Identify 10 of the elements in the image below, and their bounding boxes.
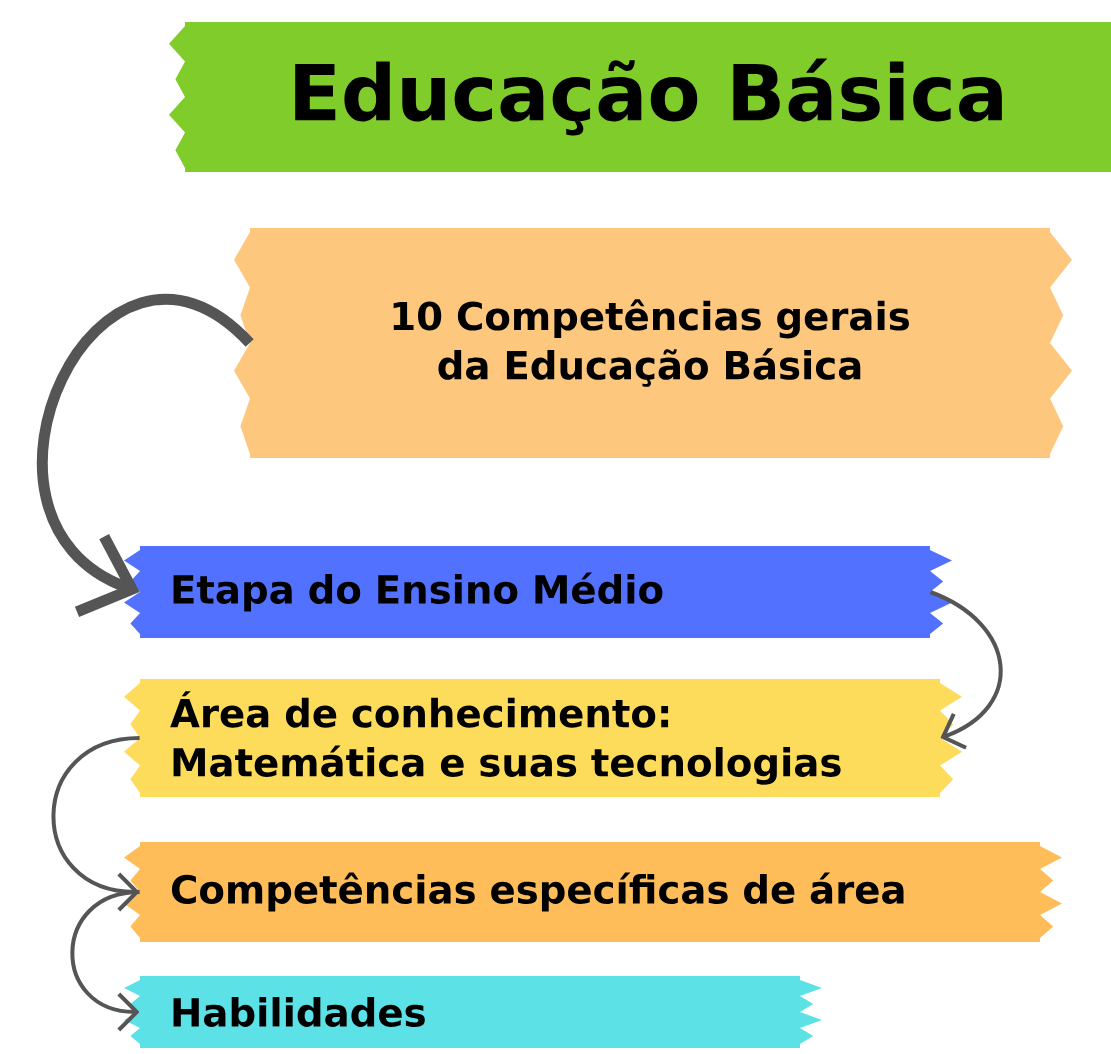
brush-band: 10 Competências gerais da Educação Básica <box>234 228 1072 458</box>
brush-band: Educação Básica <box>169 22 1111 172</box>
curved-arrow <box>51 736 140 912</box>
curved-arrow <box>37 294 254 617</box>
brush-band: Habilidades <box>124 976 822 1048</box>
brush-band: Área de conhecimento: Matemática e suas tecnologias <box>124 679 962 797</box>
curved-arrow <box>929 590 1003 750</box>
brush-band: Competências específicas de área <box>124 842 1062 942</box>
brush-band: Etapa do Ensino Médio <box>124 546 952 638</box>
curved-arrow <box>70 890 140 1032</box>
